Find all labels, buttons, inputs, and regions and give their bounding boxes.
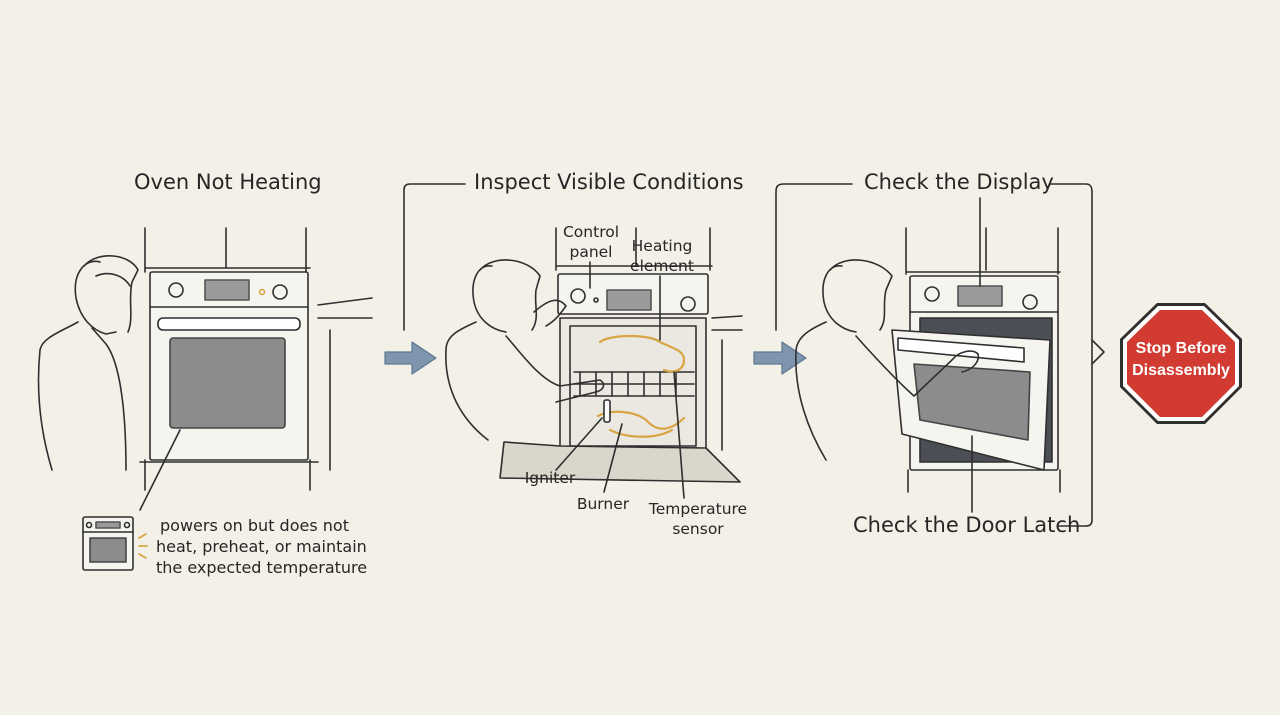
heating-element-label-line-1: Heating — [631, 237, 693, 255]
bracket-display-right — [1049, 183, 1093, 527]
bracket-point — [1091, 339, 1105, 365]
symptom-line-3: the expected temperature — [156, 558, 368, 577]
right-arrow-icon — [384, 341, 437, 375]
burner-label: Burner — [576, 495, 630, 513]
stop-sign-line-2: Disassembly — [1132, 362, 1230, 379]
igniter-label: Igniter — [524, 469, 576, 487]
small-oven-icon — [82, 516, 134, 571]
stop-sign-line-1: Stop Before — [1135, 340, 1227, 357]
stop-sign-icon — [1120, 303, 1242, 424]
right-arrow-icon — [753, 341, 807, 375]
temperature-sensor-label: Temperature sensor — [644, 499, 752, 539]
heating-element-label-line-2: element — [630, 257, 694, 275]
step-title-check-the-display: Check the Display — [864, 170, 1054, 194]
display-latch-pointers — [971, 197, 981, 513]
temperature-sensor-label-line-2: sensor — [672, 520, 724, 538]
control-panel-label-line-1: Control — [562, 223, 620, 241]
person-icon — [795, 259, 980, 461]
wall-oven-icon — [149, 271, 309, 461]
temperature-sensor-label-line-1: Temperature — [648, 500, 748, 518]
heating-element-glow — [596, 334, 686, 438]
kitchen-cabinets-2 — [555, 227, 743, 451]
igniter-icon — [603, 399, 611, 423]
control-panel-label-line-2: panel — [569, 243, 613, 261]
door-latch-label: Check the Door Latch — [853, 513, 1081, 537]
step-title-inspect-visible-conditions: Inspect Visible Conditions — [474, 170, 744, 194]
symptom-pointer — [139, 429, 181, 511]
person-icon — [445, 259, 605, 441]
control-panel-label: Control panel — [551, 222, 631, 262]
kitchen-cabinets-1 — [139, 227, 373, 491]
stop-sign-label: Stop Before Disassembly — [1122, 338, 1240, 382]
component-pointers — [555, 261, 685, 499]
oven-with-door — [891, 275, 1059, 471]
step-title-oven-not-heating: Oven Not Heating — [134, 170, 322, 194]
heating-element-label: Heating element — [620, 236, 704, 276]
kitchen-cabinets-3 — [905, 227, 1061, 493]
bracket-display-left — [775, 183, 853, 331]
symptom-line-2: heat, preheat, or maintain — [156, 537, 367, 556]
heat-warning-marks — [138, 533, 148, 559]
person-icon — [37, 255, 139, 471]
bracket-inspect — [403, 183, 466, 331]
symptom-line-1: powers on but does not — [160, 516, 349, 535]
